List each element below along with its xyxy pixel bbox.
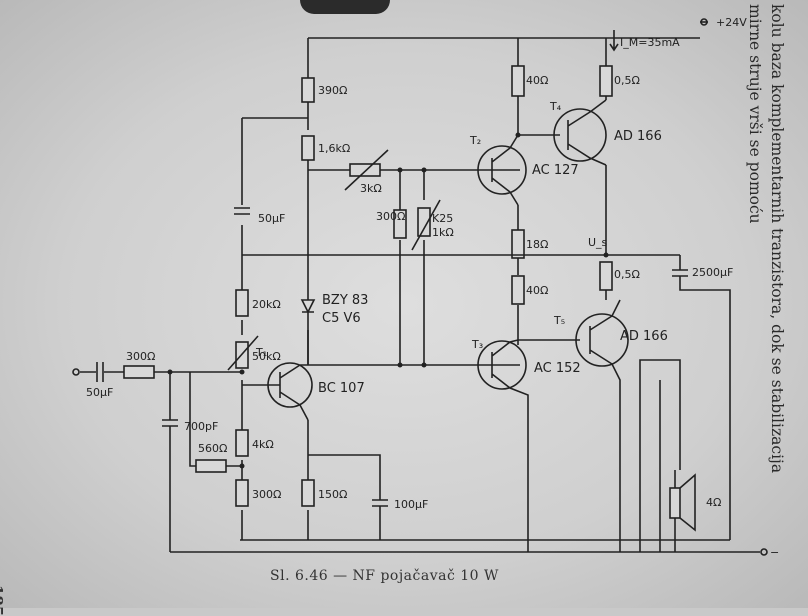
current-label: I_M=35mA (620, 36, 680, 49)
t1-type: BC 107 (318, 381, 365, 396)
resistor-18 (511, 229, 525, 259)
zener-code: C5 V6 (322, 311, 361, 326)
resistor-300a (393, 209, 407, 239)
label-rk25b: 1kΩ (432, 226, 454, 239)
t4-ref: T₄ (549, 100, 562, 113)
transistor-t3 (477, 340, 527, 390)
side-line-1: kolu baza komplementarnih tranzistora, d… (768, 4, 786, 474)
transistor-t2 (477, 145, 527, 195)
transistor-t5 (575, 313, 629, 367)
label-c700: 700pF (184, 420, 218, 433)
t5-ref: T₅ (553, 314, 565, 327)
cap-100 (372, 499, 388, 540)
resistor-560 (195, 459, 227, 473)
resistor-05b (599, 261, 613, 291)
label-r05a: 0,5Ω (614, 74, 640, 87)
minus-label: − (770, 546, 779, 559)
label-r40b: 40Ω (526, 284, 548, 297)
side-line-2: mirne struje vrši se pomoću (746, 4, 764, 224)
t2-type: AC 127 (532, 163, 579, 178)
label-c2500: 2500μF (692, 266, 733, 279)
resistor-1k6 (301, 135, 315, 161)
speaker-label: 4Ω (706, 496, 721, 509)
t3-type: AC 152 (534, 361, 581, 376)
t2-ref: T₂ (469, 134, 481, 147)
resistor-390 (301, 77, 315, 103)
label-r150: 150Ω (318, 488, 347, 501)
resistor-05a (599, 65, 613, 97)
resistor-40b (511, 275, 525, 305)
resistor-20k (235, 289, 249, 317)
side-paragraph: kolu baza komplementarnih tranzistora, d… (744, 4, 788, 594)
zener-diode (300, 299, 316, 314)
resistor-k25 (417, 207, 431, 237)
label-r4k: 4kΩ (252, 438, 274, 451)
transistor-t4 (553, 108, 607, 162)
label-r18: 18Ω (526, 238, 548, 251)
label-r300a: 300Ω (376, 210, 405, 223)
label-r50k: 50kΩ (252, 350, 281, 363)
thumb-shadow (300, 0, 390, 14)
resistor-40a (511, 65, 525, 97)
t1-ref: T₁ (255, 346, 267, 359)
resistor-3k (349, 163, 381, 177)
cap-50-top (234, 207, 250, 215)
resistor-300b (235, 479, 249, 507)
label-r05b: 0,5Ω (614, 268, 640, 281)
minus-terminal (760, 548, 768, 556)
resistor-150 (301, 479, 315, 507)
page-number: 185 (0, 585, 6, 616)
label-r390: 390Ω (318, 84, 347, 97)
label-r560: 560Ω (198, 442, 227, 455)
us-label: U_s (588, 236, 608, 249)
label-r20k: 20kΩ (252, 298, 281, 311)
label-cin: 50μF (86, 386, 113, 399)
figure-caption: Sl. 6.46 — NF pojačavač 10 W (270, 568, 499, 584)
cap-in (96, 362, 104, 382)
label-c100: 100μF (394, 498, 428, 511)
label-r300in: 300Ω (126, 350, 155, 363)
resistor-300in (123, 365, 155, 379)
zener-name: BZY 83 (322, 293, 368, 308)
label-r3k: 3kΩ (360, 182, 382, 195)
label-r1k6: 1,6kΩ (318, 142, 350, 155)
speaker-cone (679, 473, 696, 532)
speaker-body (669, 487, 681, 519)
t4-type: AD 166 (614, 129, 662, 144)
label-rk25: K25 (432, 212, 453, 225)
label-r300b: 300Ω (252, 488, 281, 501)
label-r40a: 40Ω (526, 74, 548, 87)
resistor-4k (235, 429, 249, 457)
label-c50top: 50μF (258, 212, 285, 225)
plus-label: +24V (716, 16, 747, 29)
t5-type: AD 166 (620, 329, 668, 344)
t3-ref: T₃ (471, 338, 483, 351)
